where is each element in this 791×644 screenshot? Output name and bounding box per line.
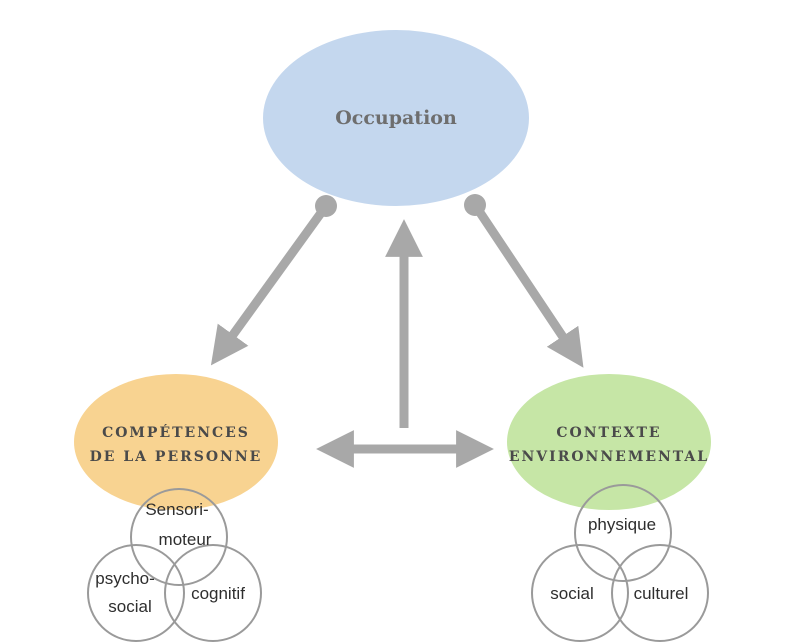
culturel-circle <box>611 544 709 642</box>
culturel-label: culturel <box>634 584 689 603</box>
person-venn <box>87 488 262 642</box>
sensorimoteur-label-line1: Sensori- <box>145 500 208 519</box>
psychosocial-circle <box>87 544 185 642</box>
physique-label: physique <box>588 515 656 534</box>
person-label-line1: COMPÉTENCES <box>102 423 250 441</box>
person-label-line2: DE LA PERSONNE <box>90 449 263 465</box>
social-circle <box>531 544 629 642</box>
environment-venn <box>531 484 709 642</box>
environment-label-line2: ENVIRONNEMENTAL <box>509 449 709 465</box>
occupation-label: Occupation <box>335 107 457 129</box>
person-ellipse <box>74 374 278 510</box>
psychosocial-label-line1: psycho- <box>95 569 155 588</box>
environment-ellipse <box>507 374 711 510</box>
occupation-ellipse <box>263 30 529 206</box>
physique-circle <box>574 484 672 582</box>
sensorimoteur-circle <box>130 488 228 586</box>
psychosocial-label-line2: social <box>108 597 151 616</box>
social-label: social <box>550 584 593 603</box>
arrow-occupation-to-environment <box>471 202 584 368</box>
sensorimoteur-label-line2: moteur <box>159 530 212 549</box>
environment-label-line1: CONTEXTE <box>556 425 661 441</box>
arrows <box>210 194 584 468</box>
cognitif-label: cognitif <box>191 584 245 603</box>
arrow-occupation-to-person <box>210 203 330 366</box>
cognitif-circle <box>164 544 262 642</box>
